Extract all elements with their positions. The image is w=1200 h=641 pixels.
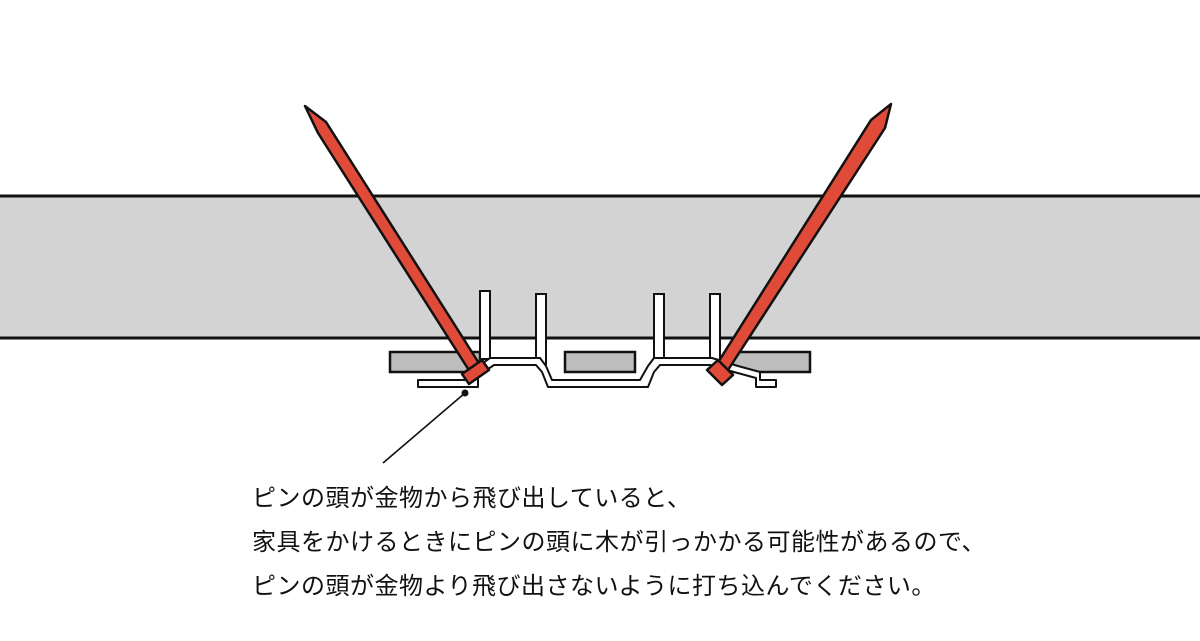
- metal-bracket: [417, 357, 777, 388]
- wooden-board: [0, 194, 1200, 340]
- right-pin: [705, 102, 893, 387]
- caption-line-3: ピンの頭が金物より飛び出さないように打ち込んでください。: [252, 572, 936, 600]
- right-pin-head: [705, 358, 735, 387]
- caption-line-1: ピンの頭が金物から飛び出していると、: [252, 484, 692, 512]
- caption: ピンの頭が金物から飛び出していると、 家具をかけるときにピンの頭に木が引っかかる…: [252, 476, 1152, 608]
- caption-line-2: 家具をかけるときにピンの頭に木が引っかかる可能性があるので、: [252, 528, 987, 556]
- left-pin-head: [460, 358, 491, 386]
- prong-4: [709, 293, 721, 365]
- prong-1: [479, 290, 491, 360]
- prong-3: [653, 293, 665, 365]
- prong-2: [535, 293, 547, 365]
- center-pad: [563, 350, 637, 374]
- leader-dot: [461, 389, 469, 397]
- leader-line: [382, 392, 466, 464]
- left-pin: [303, 104, 491, 386]
